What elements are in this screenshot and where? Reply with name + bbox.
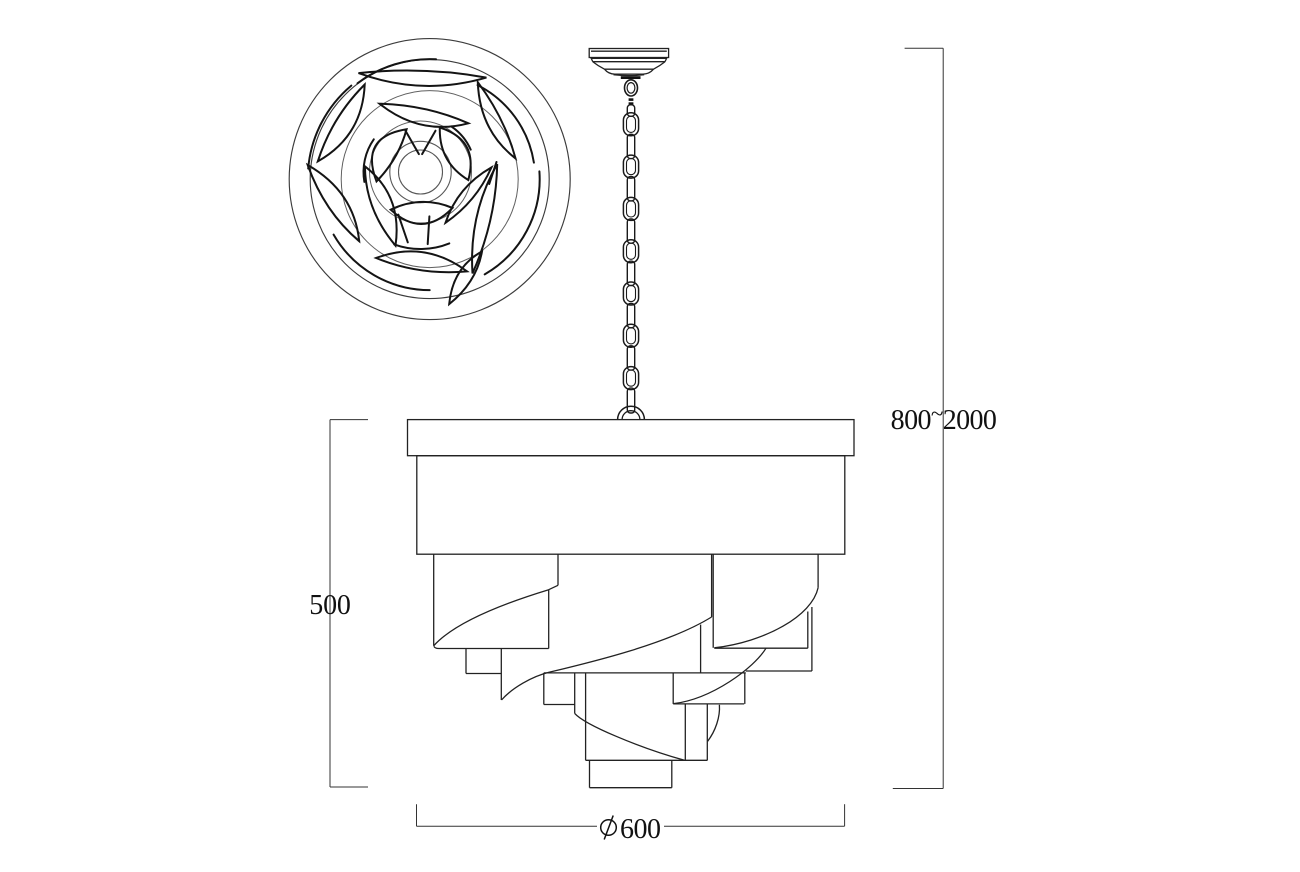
svg-text:600: 600 [620,814,661,845]
svg-text:800~2000: 800~2000 [891,401,997,436]
svg-text:500: 500 [309,590,350,621]
